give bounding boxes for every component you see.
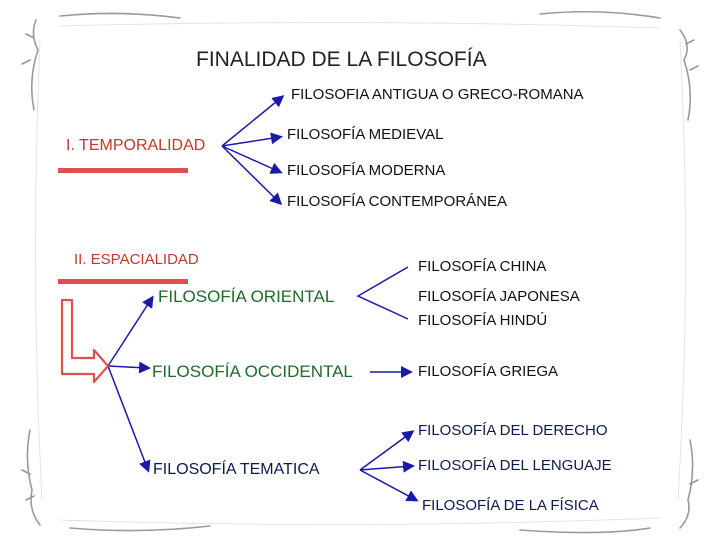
item-lenguaje: FILOSOFÍA DEL LENGUAJE xyxy=(418,457,612,474)
arrow-antigua xyxy=(221,95,285,147)
red-bent-arrow xyxy=(60,298,110,384)
arrow-derecho xyxy=(359,430,415,471)
occidental-label: FILOSOFÍA OCCIDENTAL xyxy=(152,362,353,381)
item-antigua: FILOSOFIA ANTIGUA O GRECO-ROMANA xyxy=(291,86,584,103)
item-fisica: FILOSOFÍA DE LA FÍSICA xyxy=(422,497,599,514)
arrow-medieval xyxy=(221,132,283,147)
arrow-occidental xyxy=(107,361,151,374)
item-griega: FILOSOFÍA GRIEGA xyxy=(418,363,559,380)
underline-temporalidad xyxy=(58,168,188,173)
page-title: FINALIDAD DE LA FILOSOFÍA xyxy=(196,48,487,71)
temporalidad-label: I. TEMPORALIDAD xyxy=(66,137,206,154)
item-medieval: FILOSOFÍA MEDIEVAL xyxy=(287,126,444,143)
arrow-tematica xyxy=(107,365,151,473)
arrow-contemporanea xyxy=(221,145,283,206)
arrow-oriental xyxy=(107,295,154,367)
tematica-label: FILOSOFÍA TEMATICA xyxy=(153,461,320,478)
item-contemporanea: FILOSOFÍA CONTEMPORÁNEA xyxy=(287,193,508,210)
arrow-fisica xyxy=(359,469,419,502)
arrow-lenguaje xyxy=(359,460,415,473)
arrow-moderna xyxy=(221,145,283,174)
item-moderna: FILOSOFÍA MODERNA xyxy=(287,162,446,179)
underline-espacialidad xyxy=(58,279,188,284)
bracket-oriental xyxy=(356,266,409,320)
item-japonesa: FILOSOFÍA JAPONESA xyxy=(418,288,580,305)
item-hindu: FILOSOFÍA HINDÚ xyxy=(418,312,548,329)
item-derecho: FILOSOFÍA DEL DERECHO xyxy=(418,422,608,439)
item-china: FILOSOFÍA CHINA xyxy=(418,258,547,275)
oriental-label: FILOSOFÍA ORIENTAL xyxy=(158,287,335,306)
espacialidad-label: II. ESPACIALIDAD xyxy=(74,251,199,268)
